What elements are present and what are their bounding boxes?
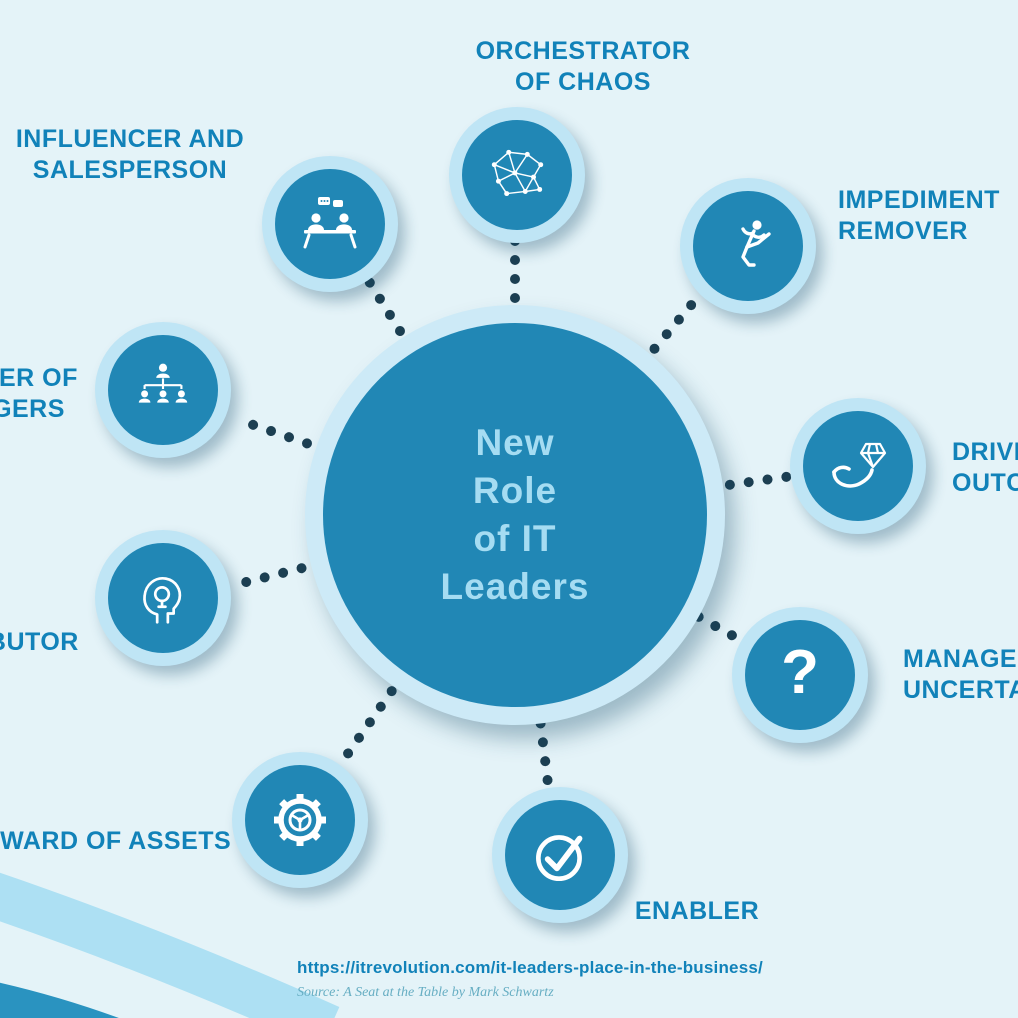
connector-orchestrator xyxy=(510,236,520,303)
label-enabler: ENABLER xyxy=(634,897,760,925)
node-orchestrator-of-chaos xyxy=(449,107,585,243)
question-mark-icon: ? xyxy=(781,638,819,707)
hand-diamond-icon xyxy=(832,442,887,488)
node-contributor xyxy=(95,530,231,666)
node-manager-of-uncertainty: ? xyxy=(732,607,868,743)
node-enabler xyxy=(492,787,628,923)
node-driver-of-outcomes xyxy=(790,398,926,534)
gear-wheel-icon xyxy=(274,794,326,846)
label-steward-of-assets: STEWARD OF ASSETS xyxy=(0,827,232,855)
label-manager-of-managers: MANAGER OF MANAGERS xyxy=(0,364,78,423)
label-orchestrator-of-chaos: ORCHESTRATOR OF CHAOS xyxy=(475,37,691,96)
label-manager-of-uncertainty: MANAGER OF UNCERTAINTY xyxy=(903,645,1018,704)
label-impediment-remover: IMPEDIMENT REMOVER xyxy=(838,186,1000,245)
label-contributor: CONTRIBUTOR xyxy=(0,628,79,656)
kicking-figure-icon xyxy=(741,220,771,267)
node-manager-of-managers xyxy=(95,322,231,458)
footer-url-link[interactable]: https://itrevolution.com/it-leaders-plac… xyxy=(297,958,763,977)
idea-head-icon xyxy=(143,576,182,624)
footer-source-credit: Source: A Seat at the Table by Mark Schw… xyxy=(297,985,554,1000)
node-steward-of-assets xyxy=(232,752,368,888)
org-chart-icon xyxy=(138,363,188,403)
center-title: New Role of IT Leaders xyxy=(440,422,590,607)
meeting-table-icon xyxy=(303,197,357,249)
checkmark-circle-icon xyxy=(536,835,583,882)
chaos-network-icon xyxy=(491,149,544,197)
node-impediment-remover xyxy=(680,178,816,314)
center-circle: New Role of IT Leaders xyxy=(305,305,725,725)
center-disc: New Role of IT Leaders xyxy=(323,323,707,707)
label-driver-of-outcomes: DRIVER OF OUTCOMES xyxy=(952,438,1018,497)
node-influencer-salesperson xyxy=(262,156,398,292)
label-influencer-salesperson: INFLUENCER AND SALESPERSON xyxy=(15,125,245,184)
